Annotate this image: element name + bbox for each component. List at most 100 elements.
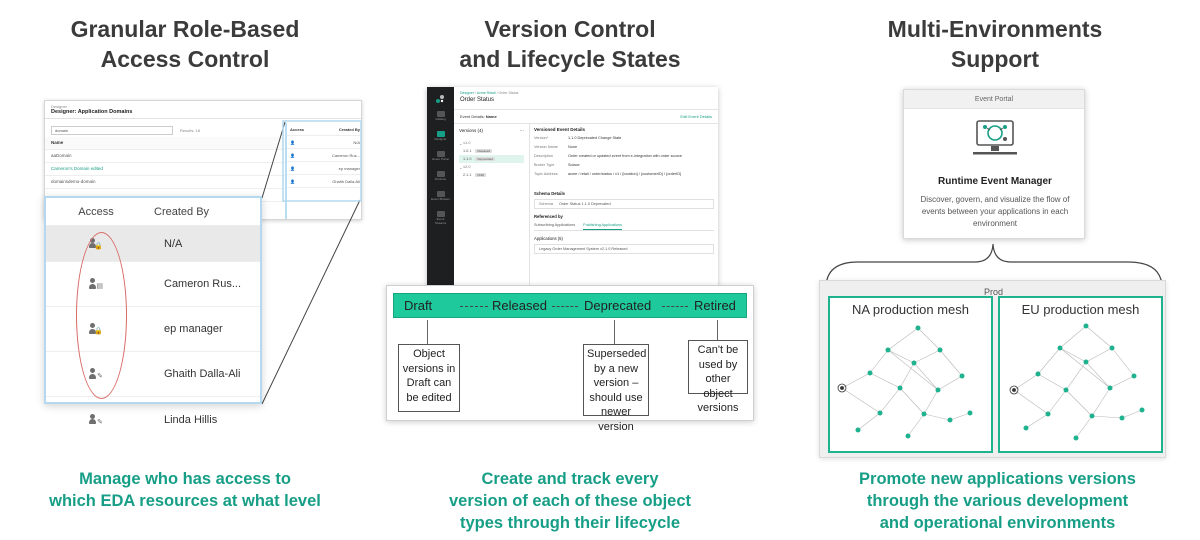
monitor-network-icon	[973, 120, 1017, 155]
row-name-link[interactable]: Cameron's Domain edited	[51, 166, 103, 171]
page-title-prefix: Designer:	[51, 109, 78, 115]
page-header: Designer Designer: Application Domains	[45, 101, 361, 119]
created-by: ep manager	[338, 166, 360, 171]
runtime-event-manager-card[interactable]: Event Portal Runtime Event Manager Disco…	[903, 89, 1085, 239]
nav-item[interactable]: Event Brokers	[431, 191, 450, 205]
designer-icon	[436, 131, 445, 137]
page-title: Designer: Application Domains	[51, 109, 355, 115]
table-row[interactable]: ✎ Linda Hillis	[46, 397, 260, 442]
card-title: Runtime Event Manager	[938, 176, 1052, 187]
results-count: Results: 18	[180, 128, 201, 133]
page-header: Designer / Acme Retail / Order Status Or…	[454, 87, 718, 110]
nav-item[interactable]: Event Streams	[431, 211, 450, 225]
breadcrumb-item: Order Status	[498, 91, 519, 95]
state-badge: Released	[475, 149, 493, 153]
environment-label: Prod	[983, 287, 1003, 297]
detail-key: Broker Type	[534, 163, 555, 167]
version-group[interactable]: ⌄ v2.0	[459, 163, 524, 171]
nav-item[interactable]: Event Portal	[431, 151, 450, 165]
created-by: Cameron Rus...	[331, 153, 360, 158]
nav-item[interactable]: Catalog	[431, 111, 450, 125]
search-input[interactable]: domain	[51, 126, 173, 135]
nav-item[interactable]: Runtime	[431, 171, 450, 185]
state-connector	[460, 306, 488, 307]
column-title-version: Version Control and Lifecycle States	[420, 14, 720, 74]
lifecycle-diagram: Draft Released Deprecated Retired Object…	[386, 285, 754, 433]
page-title-text: Application Domains	[77, 109, 133, 115]
mini-row: 👤N/A	[287, 136, 361, 149]
connector-line	[427, 320, 428, 344]
mini-row: 👤Cameron Rus...	[287, 149, 361, 162]
table-row[interactable]: ✎ Ghaith Dalla-Ali	[46, 352, 260, 397]
mesh-na[interactable]: NA production mesh	[828, 296, 993, 453]
stream-icon	[436, 211, 445, 217]
detail-key: Description	[534, 154, 553, 158]
table-row[interactable]: 🔒 N/A	[46, 226, 260, 262]
title-line: Version Control	[484, 16, 656, 42]
versions-title: Versions (4)	[459, 128, 484, 133]
detail-value: acme / retail / order/status / v1 / {loc…	[568, 172, 682, 176]
tab-publishing[interactable]: Publishing Applications	[583, 223, 623, 230]
created-by: Ghaith Dalla-Ali	[164, 368, 241, 380]
reference-tabs: Subscribing Applications Publishing Appl…	[534, 223, 714, 231]
sub-header: Event Details: Name Edit Event Details	[454, 110, 718, 124]
created-by: Linda Hillis	[164, 413, 218, 426]
caption-line: Promote new applications versions	[859, 470, 1136, 488]
tab-subscribing[interactable]: Subscribing Applications	[534, 223, 576, 227]
card-caption: Event Portal	[904, 90, 1084, 109]
created-by: ep manager	[164, 323, 223, 335]
caption-line: version of each of these object	[448, 492, 692, 510]
caption-line: Create and track every	[481, 470, 659, 488]
mini-row: 👤Ghaith Dalla-Ali	[287, 175, 361, 188]
schema-section-title: Schema Details	[534, 191, 565, 196]
table-row[interactable]: aaDomain	[45, 150, 285, 163]
title-line: Support	[950, 46, 1040, 72]
detail-value: Solace	[568, 163, 580, 167]
lifecycle-bar: Draft Released Deprecated Retired	[393, 293, 747, 318]
detail-key: Version*	[534, 136, 549, 140]
state-connector	[552, 306, 578, 307]
column-caption-access: Manage who has access to which EDA resou…	[0, 468, 370, 512]
version-number: 2.1.1	[463, 173, 472, 177]
application-name: Legacy Order Management System v2.1.0 Re…	[539, 247, 628, 251]
runtime-icon	[436, 171, 445, 177]
nav-label: Catalog	[435, 117, 446, 121]
column-header-access: Access	[78, 205, 114, 218]
card-description: Discover, govern, and visualize the flow…	[920, 195, 1070, 228]
schema-value: Order Status 1.1.0 Deprecated	[558, 202, 611, 206]
connector-line	[717, 320, 718, 340]
state-draft: Draft	[404, 298, 433, 313]
version-group[interactable]: ⌄ v1.0	[459, 139, 524, 147]
applications-title: Applications (5)	[534, 236, 563, 241]
referenced-section-title: Referenced by	[534, 214, 563, 219]
more-icon[interactable]: ⋯	[519, 128, 525, 133]
breadcrumb-item[interactable]: Designer	[460, 91, 475, 95]
caption-line: which EDA resources at what level	[49, 492, 321, 510]
version-details: Versioned Event Details Version*1.1.0 De…	[534, 127, 714, 297]
mesh-eu[interactable]: EU production mesh	[998, 296, 1163, 453]
detail-row: Description Order created or updated even…	[534, 154, 714, 163]
created-by: Cameron Rus...	[164, 278, 242, 290]
connector-line	[614, 320, 615, 344]
solace-logo-icon	[436, 95, 444, 103]
edit-event-details-link[interactable]: Edit Event Details	[680, 114, 712, 119]
table-row[interactable]: domainsdemo-domain	[45, 176, 285, 189]
event-details-label: Event Details: Name	[460, 114, 497, 119]
state-badge: Draft	[475, 173, 486, 177]
application-row[interactable]: Legacy Order Management System v2.1.0 Re…	[534, 244, 714, 254]
version-group-label: v2.0	[463, 165, 471, 169]
nav-item-designer[interactable]: Designer	[431, 131, 450, 145]
nav-label: Runtime	[434, 177, 447, 181]
detail-value: 1.1.0 Deprecated Change State	[568, 136, 622, 140]
breadcrumb-item[interactable]: Acme Retail	[476, 91, 496, 95]
detail-value: Order created or updated event from e-in…	[568, 154, 682, 158]
table-row[interactable]: Cameron's Domain edited	[45, 163, 285, 176]
main-panel: Designer / Acme Retail / Order Status Or…	[454, 87, 718, 297]
versions-header: Versions (4) ⋯	[459, 128, 524, 134]
title-line: Multi-Environments	[887, 16, 1103, 42]
